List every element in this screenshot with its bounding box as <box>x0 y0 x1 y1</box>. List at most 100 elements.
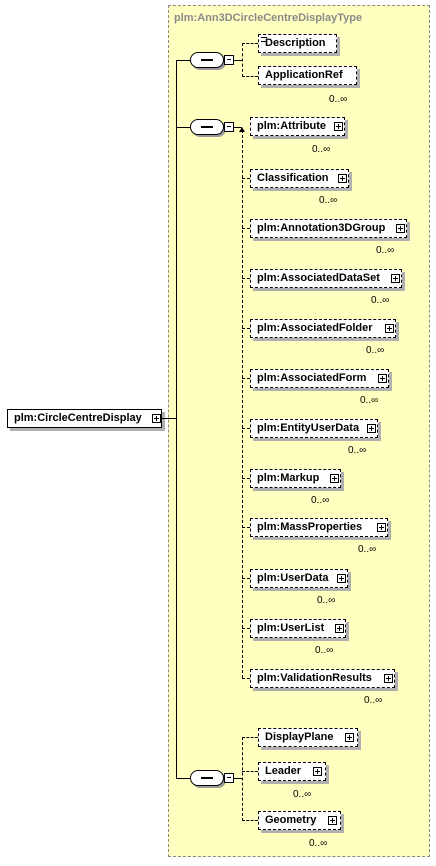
expand-icon[interactable] <box>384 674 393 683</box>
element-associatedfolder[interactable]: plm:AssociatedFolder <box>250 319 396 338</box>
element-label: plm:MassProperties <box>257 521 363 533</box>
multiplicity: 0..∞ <box>309 838 328 849</box>
element-label: plm:UserList <box>257 622 325 634</box>
collapse-icon[interactable] <box>224 773 234 783</box>
seq-branch-line <box>242 737 258 738</box>
seq-branch-line <box>242 178 250 179</box>
element-geometry[interactable]: Geometry <box>258 811 341 830</box>
seq-connector <box>234 127 242 128</box>
element-annotation3dgroup[interactable]: plm:Annotation3DGroup <box>250 219 407 238</box>
element-label: Description <box>265 37 326 49</box>
seq-branch-line <box>242 378 250 379</box>
expand-icon[interactable] <box>334 122 343 131</box>
element-applicationref[interactable]: ApplicationRef <box>258 66 357 85</box>
element-label: DisplayPlane <box>265 731 334 743</box>
element-massproperties[interactable]: plm:MassProperties <box>250 518 388 537</box>
element-associateddataset[interactable]: plm:AssociatedDataSet <box>250 269 402 288</box>
sequence-compositor-icon <box>190 52 224 68</box>
expand-icon[interactable] <box>396 224 405 233</box>
element-displayplane[interactable]: DisplayPlane <box>258 728 358 747</box>
element-markup[interactable]: plm:Markup <box>250 469 341 488</box>
seq-connector <box>234 778 242 779</box>
multiplicity: 0..∞ <box>348 445 367 456</box>
seq-branch-line <box>242 578 250 579</box>
sequence-compositor-icon <box>190 119 224 135</box>
seq-branch-line <box>242 678 250 679</box>
multiplicity: 0..∞ <box>319 195 338 206</box>
multiplicity: 0..∞ <box>315 645 334 656</box>
seq-branch-line <box>242 527 250 528</box>
element-associatedform[interactable]: plm:AssociatedForm <box>250 369 389 388</box>
element-attribute[interactable]: plm:Attribute <box>250 117 345 136</box>
collapse-icon[interactable] <box>224 55 234 65</box>
type-title: plm:Ann3DCircleCentreDisplayType <box>174 12 363 24</box>
multiplicity: 0..∞ <box>366 345 385 356</box>
seq-branch-line <box>242 771 258 772</box>
element-label: plm:Annotation3DGroup <box>257 222 386 234</box>
element-label: ApplicationRef <box>265 69 343 81</box>
expand-icon[interactable] <box>330 474 339 483</box>
expand-icon[interactable] <box>378 374 387 383</box>
element-userlist[interactable]: plm:UserList <box>250 619 346 638</box>
element-label: plm:Attribute <box>257 120 327 132</box>
multiplicity: 0..∞ <box>376 245 395 256</box>
trunk-branch-2 <box>176 127 190 128</box>
element-label: plm:ValidationResults <box>257 672 372 684</box>
multiplicity: 0..∞ <box>358 544 377 555</box>
seq-branch-line <box>242 628 250 629</box>
expand-icon[interactable] <box>377 523 386 532</box>
element-classification[interactable]: Classification <box>250 169 349 188</box>
element-validationresults[interactable]: plm:ValidationResults <box>250 669 395 688</box>
seq-branch-line <box>242 130 243 678</box>
seq-connector <box>234 60 242 61</box>
seq-branch-line <box>242 428 250 429</box>
element-label: Geometry <box>265 814 317 826</box>
element-description[interactable]: Description <box>258 34 337 53</box>
multiplicity: 0..∞ <box>293 789 312 800</box>
expand-icon[interactable] <box>328 816 337 825</box>
multiplicity: 0..∞ <box>329 94 348 105</box>
multiplicity: 0..∞ <box>364 695 383 706</box>
seq-branch-line <box>242 278 250 279</box>
arrow-up-icon <box>239 127 245 132</box>
root-element[interactable]: plm:CircleCentreDisplay <box>7 409 162 428</box>
element-leader[interactable]: Leader <box>258 762 326 781</box>
root-element-label: plm:CircleCentreDisplay <box>14 412 142 424</box>
seq-branch-line <box>242 228 250 229</box>
expand-icon[interactable] <box>345 733 354 742</box>
expand-icon[interactable] <box>152 414 161 423</box>
element-label: Leader <box>265 765 302 777</box>
seq-branch-line <box>242 820 258 821</box>
element-userdata[interactable]: plm:UserData <box>250 569 348 588</box>
element-label: plm:UserData <box>257 572 329 584</box>
seq-branch-line <box>242 43 243 77</box>
sequence-compositor-icon <box>190 770 224 786</box>
element-label: plm:AssociatedDataSet <box>257 272 380 284</box>
expand-icon[interactable] <box>391 274 400 283</box>
collapse-icon[interactable] <box>224 122 234 132</box>
element-label: plm:Markup <box>257 472 320 484</box>
root-connector <box>162 418 176 419</box>
seq-branch-line <box>242 737 243 821</box>
seq-branch-line <box>242 76 258 77</box>
expand-icon[interactable] <box>313 767 322 776</box>
expand-icon[interactable] <box>385 324 394 333</box>
trunk-branch-1 <box>176 60 190 61</box>
seq-branch-line <box>242 328 250 329</box>
multiplicity: 0..∞ <box>360 395 379 406</box>
expand-icon[interactable] <box>338 174 347 183</box>
element-label: plm:AssociatedForm <box>257 372 367 384</box>
root-trunk <box>176 60 177 779</box>
seq-branch-line <box>242 478 250 479</box>
multiplicity: 0..∞ <box>317 595 336 606</box>
multiplicity: 0..∞ <box>371 295 390 306</box>
element-label: plm:AssociatedFolder <box>257 322 373 334</box>
expand-icon[interactable] <box>335 624 344 633</box>
expand-icon[interactable] <box>337 574 346 583</box>
element-entityuserdata[interactable]: plm:EntityUserData <box>250 419 378 438</box>
multiplicity: 0..∞ <box>312 144 331 155</box>
documentation-icon <box>261 37 267 42</box>
element-label: Classification <box>257 172 329 184</box>
trunk-branch-3 <box>176 778 190 779</box>
expand-icon[interactable] <box>367 424 376 433</box>
